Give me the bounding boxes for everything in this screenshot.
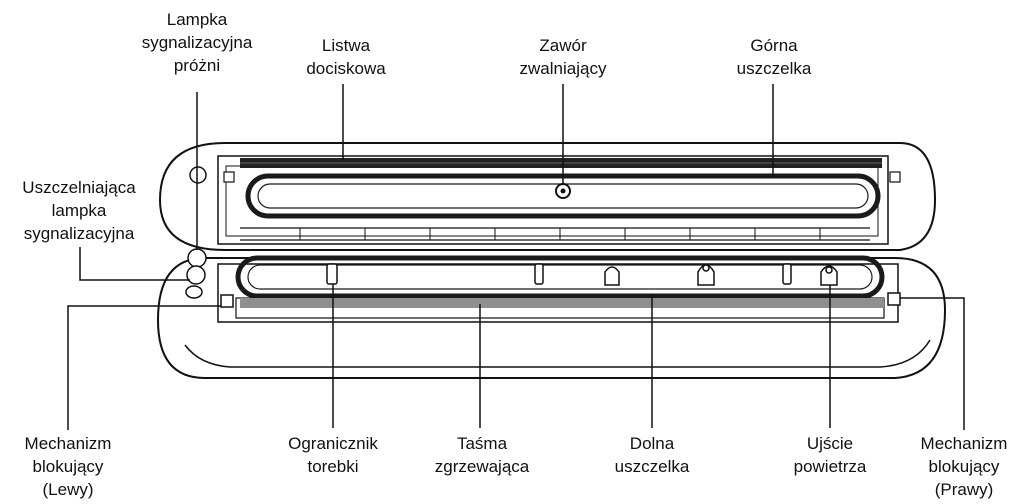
air-outlets xyxy=(604,264,838,286)
leader-lock-right xyxy=(900,297,965,430)
leader-seal-lamp xyxy=(79,247,190,281)
lower-gasket xyxy=(235,255,885,299)
lock-right xyxy=(887,292,901,306)
upper-lid-outline xyxy=(158,142,937,251)
lock-left xyxy=(220,294,234,308)
leader-lock-left xyxy=(67,305,221,430)
heating-strip xyxy=(240,298,884,308)
indicator-lamps xyxy=(185,166,207,299)
lower-body-outline xyxy=(156,257,947,379)
bag-limiters xyxy=(326,263,792,285)
